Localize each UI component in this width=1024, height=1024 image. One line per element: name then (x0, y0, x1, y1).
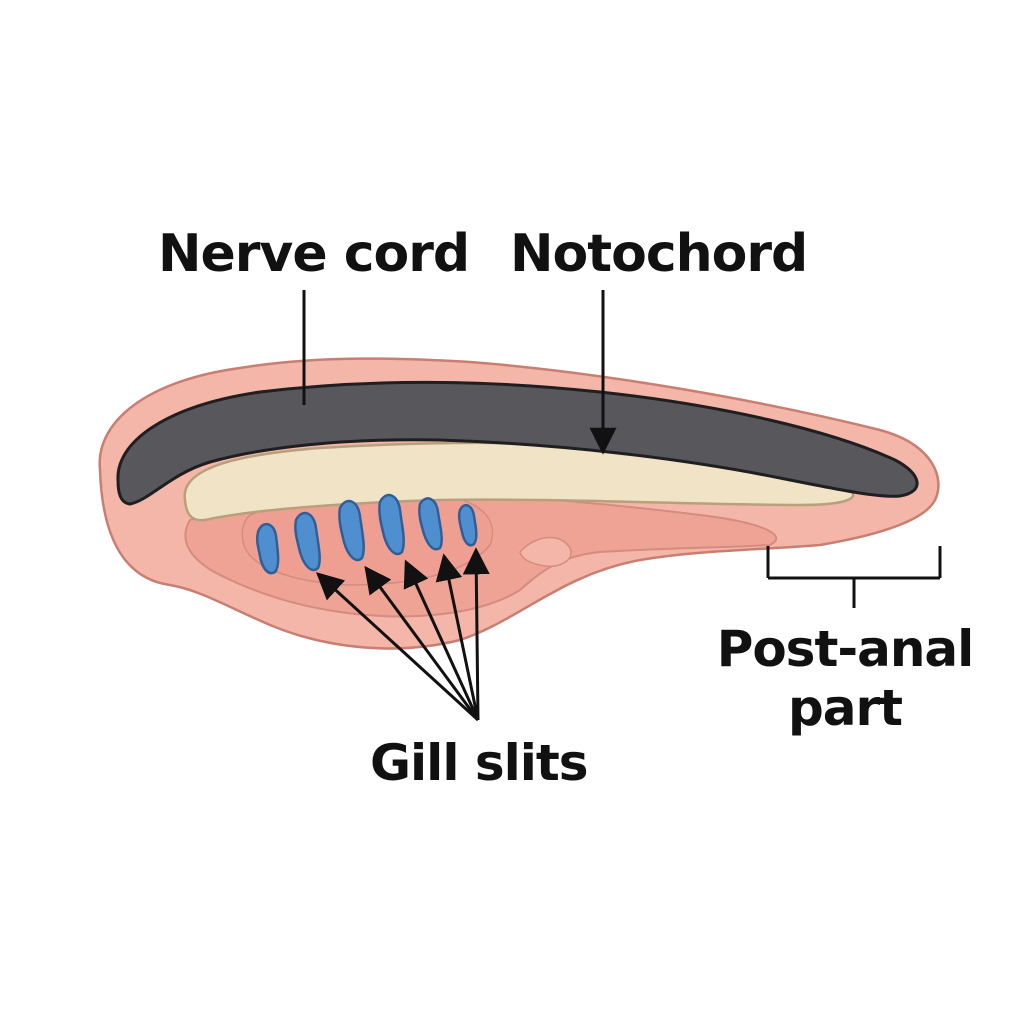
gill-pointer-2 (364, 565, 480, 721)
post-anal-label-line2: part (787, 679, 903, 737)
gill-slit-3 (338, 499, 365, 562)
gill-pointer-3 (403, 559, 480, 721)
anus-fold (519, 536, 572, 568)
gill-slits (255, 493, 478, 575)
gill-pointer-5 (462, 547, 490, 721)
gill-slit-6 (457, 503, 478, 547)
nerve-cord-label: Nerve cord (158, 224, 470, 284)
gill-pointer-1 (316, 572, 480, 722)
gill-slit-2 (294, 511, 321, 572)
gill-slits-label: Gill slits (370, 734, 589, 792)
gill-slit-pointers (316, 547, 490, 722)
gill-slit-4 (378, 493, 405, 556)
gill-slit-1 (255, 523, 280, 575)
gill-pointer-4 (435, 553, 480, 721)
nerve-cord-shape (116, 380, 919, 506)
post-anal-label-line1: Post-anal (716, 620, 975, 678)
notochord-label: Notochord (510, 224, 808, 284)
post-anal-label: Post-anal part (700, 620, 990, 738)
gill-slit-5 (418, 497, 443, 551)
post-anal-bracket (766, 546, 942, 608)
